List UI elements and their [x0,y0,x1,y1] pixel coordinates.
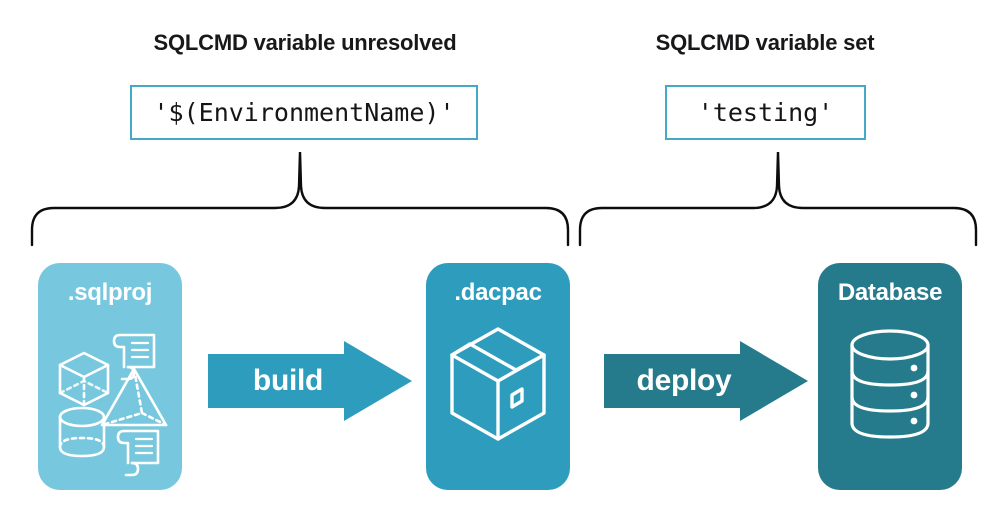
database-artwork [850,329,930,439]
scroll-icon [116,429,160,477]
card-dacpac[interactable]: .dacpac [426,263,570,490]
sqlproj-artwork [58,333,168,477]
cylinder-icon [58,406,106,458]
arrow-build-shape [208,341,412,421]
card-label-dacpac: .dacpac [454,279,542,306]
value-box-unresolved: '$(EnvironmentName)' [130,85,478,140]
cube-icon [58,351,110,407]
card-database[interactable]: Database [818,263,962,490]
pyramid-icon [100,367,168,427]
arrow-deploy[interactable]: deploy [604,341,808,421]
dacpac-artwork [450,327,546,441]
brace-right [578,151,978,247]
value-text-unresolved: '$(EnvironmentName)' [153,98,455,127]
card-sqlproj[interactable]: .sqlproj [38,263,182,490]
value-box-set: 'testing' [665,85,866,140]
section-title-set: SQLCMD variable set [655,30,875,55]
arrow-build[interactable]: build [208,341,412,421]
package-box-icon [450,327,546,441]
database-cylinder-icon [850,329,930,439]
arrow-deploy-shape [604,341,808,421]
brace-left [30,151,570,247]
section-title-unresolved: SQLCMD variable unresolved [153,30,457,55]
card-label-database: Database [837,279,943,306]
card-label-sqlproj: .sqlproj [67,279,153,306]
value-text-set: 'testing' [697,98,834,127]
